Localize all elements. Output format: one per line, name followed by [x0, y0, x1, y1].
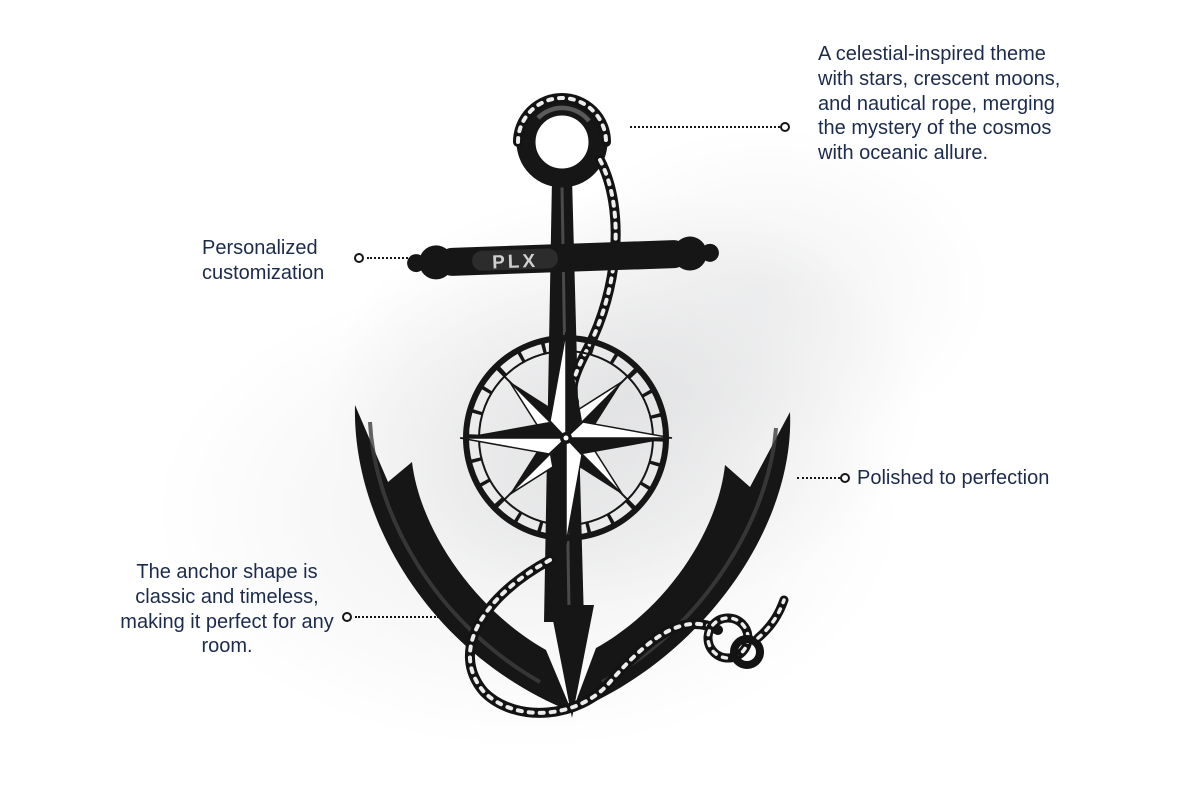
callout-celestial: A celestial-inspired theme with stars, c…	[818, 42, 1064, 166]
callout-shape: The anchor shape is classic and timeless…	[116, 560, 338, 659]
leader-line-polished	[797, 477, 840, 479]
rope-bottom	[464, 555, 789, 718]
callout-polished-text: Polished to perfection	[857, 467, 1050, 489]
callout-marker-dot-customization	[354, 253, 364, 263]
leader-line-shape	[355, 616, 439, 618]
callout-customization-text: Personalized customization	[202, 237, 325, 284]
callout-marker-dot-polished	[840, 473, 850, 483]
callout-polished: Polished to perfection	[857, 466, 1097, 491]
callout-shape-text: The anchor shape is classic and timeless…	[120, 561, 334, 658]
anchor-ring	[516, 96, 608, 188]
anchor-arms	[354, 405, 791, 712]
leader-line-celestial	[630, 126, 780, 128]
callout-customization: Personalized customization	[202, 236, 354, 286]
anchor-artwork: PLX	[354, 93, 791, 718]
callout-marker-dot-celestial	[780, 122, 790, 132]
engraving-text: PLX	[492, 251, 539, 274]
compass-rose	[459, 331, 673, 545]
callout-marker-dot-shape	[342, 612, 352, 622]
leader-line-customization	[367, 257, 439, 259]
callout-celestial-text: A celestial-inspired theme with stars, c…	[818, 43, 1061, 165]
